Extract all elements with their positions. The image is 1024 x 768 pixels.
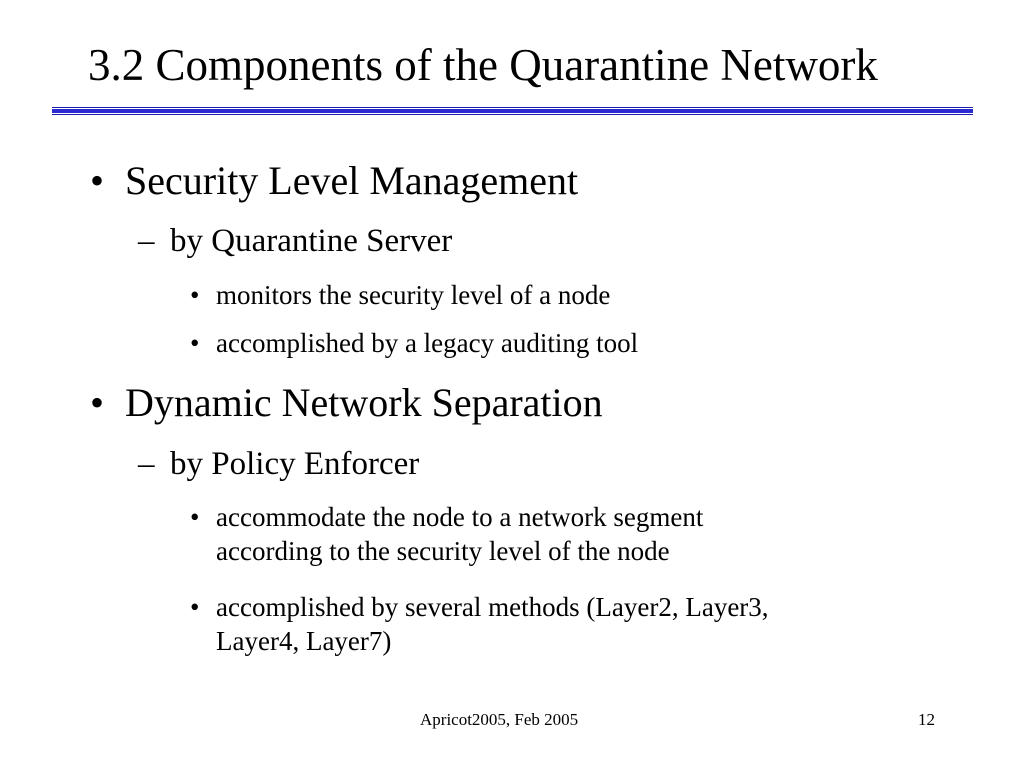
point-bullet: •: [190, 592, 200, 622]
point-line: accomplished by a legacy auditing tool: [216, 328, 639, 358]
slide-title: 3.2 Components of the Quarantine Network: [88, 40, 878, 90]
bullet-dot: •: [90, 158, 105, 203]
title-rule-top: [52, 107, 973, 108]
point-legacy-auditing-tool: accomplished by a legacy auditing tool: [216, 326, 638, 360]
title-rule-bottom: [52, 114, 973, 115]
sub-item-quarantine-server: by Quarantine Server: [170, 223, 453, 259]
point-line: according to the security level of the n…: [216, 536, 670, 566]
point-monitors-security-level: monitors the security level of a node: [216, 278, 610, 312]
point-bullet: •: [190, 328, 200, 358]
point-bullet: •: [190, 280, 200, 310]
title-rule-main: [52, 109, 973, 113]
point-several-methods: accomplished by several methods (Layer2,…: [216, 590, 769, 658]
sub-bullet-dash: –: [138, 223, 155, 259]
heading-security-level-management: Security Level Management: [125, 158, 579, 203]
point-line: accommodate the node to a network segmen…: [216, 502, 704, 532]
point-line: accomplished by several methods (Layer2,…: [216, 592, 769, 622]
sub-item-policy-enforcer: by Policy Enforcer: [170, 446, 420, 482]
footer-event-date: Apricot2005, Feb 2005: [420, 710, 579, 729]
heading-dynamic-network-separation: Dynamic Network Separation: [125, 380, 603, 425]
footer-page-number: 12: [918, 710, 935, 729]
point-bullet: •: [190, 502, 200, 532]
sub-bullet-dash: –: [138, 446, 155, 482]
point-accommodate-node: accommodate the node to a network segmen…: [216, 500, 703, 568]
point-line: Layer4, Layer7): [216, 626, 392, 656]
point-line: monitors the security level of a node: [216, 280, 611, 310]
bullet-dot: •: [90, 380, 105, 425]
